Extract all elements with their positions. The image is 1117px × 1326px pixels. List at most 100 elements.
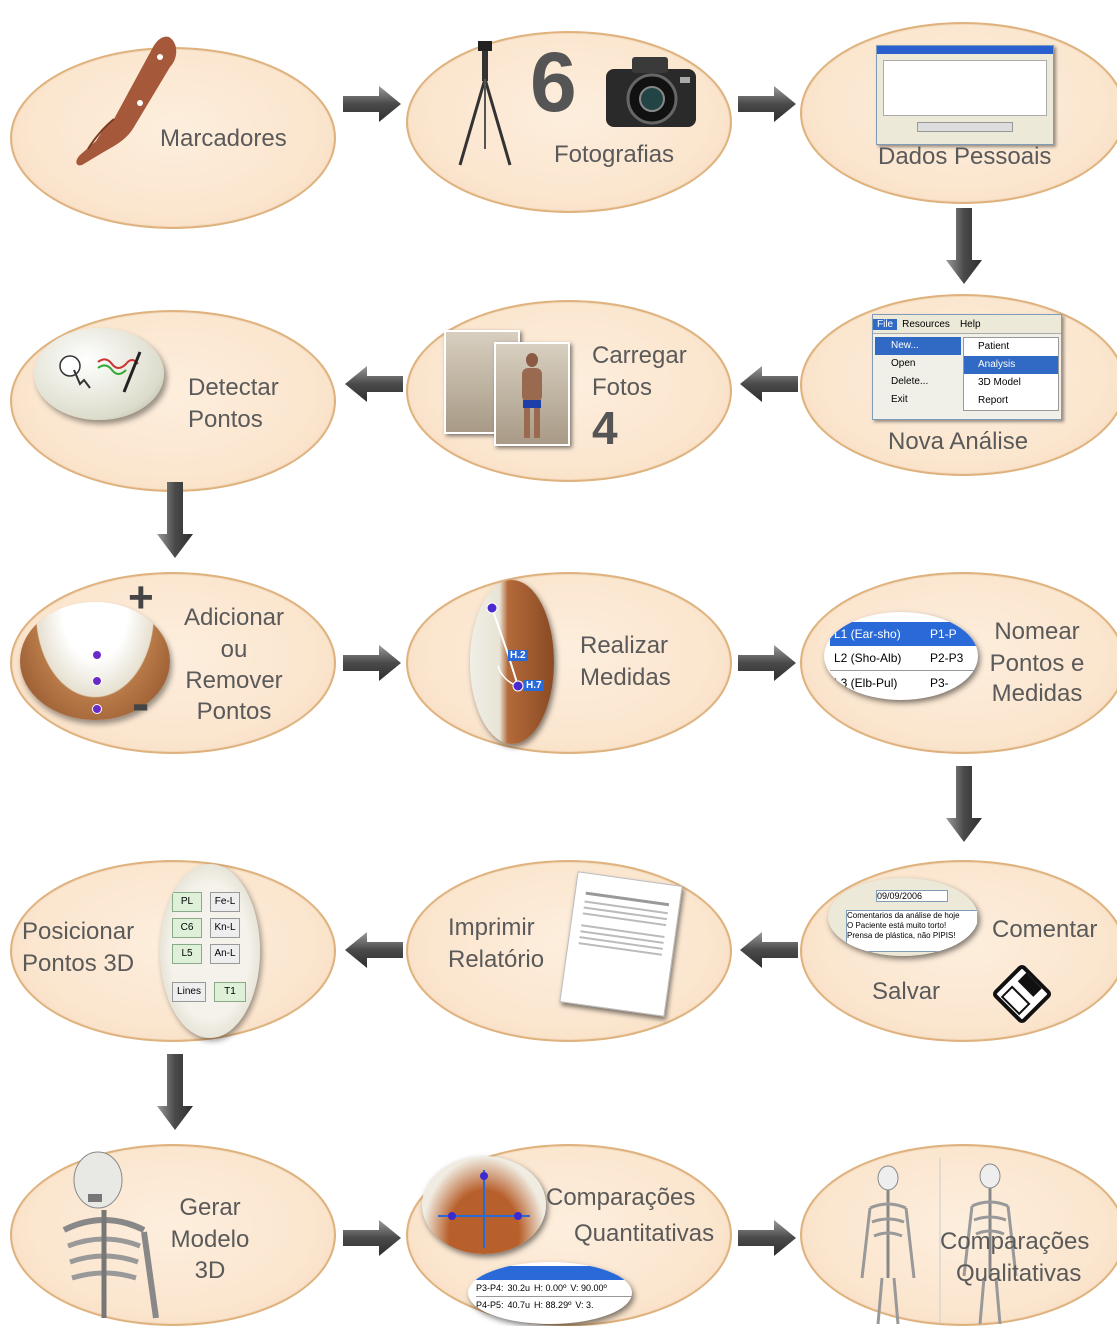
- arrow-right-icon: [343, 1220, 401, 1256]
- personal-data-window-icon: [876, 45, 1054, 145]
- label-adicionar: Adicionar: [183, 604, 285, 631]
- point-button-pl[interactable]: PL: [172, 892, 202, 912]
- label-pontos: Pontos: [188, 406, 263, 433]
- measure-name-cell[interactable]: L2 (Sho-Alb): [834, 651, 902, 665]
- detect-tool-icon: [34, 328, 164, 420]
- marker-dot: [92, 650, 102, 660]
- label-pontos: Pontos: [196, 698, 272, 725]
- label-medidas: Medidas: [991, 680, 1083, 707]
- comment-line[interactable]: O Paciente está muito torto!: [847, 921, 947, 930]
- floppy-disk-icon: [992, 964, 1052, 1024]
- label-medidas: Medidas: [580, 664, 671, 691]
- label-fotografias: Fotografias: [554, 141, 675, 168]
- label-remover: Remover: [185, 667, 283, 694]
- node-comparacoes-qualitativas: Comparações Qualitativas: [800, 1144, 1117, 1326]
- point-button-an-l[interactable]: An-L: [210, 944, 240, 964]
- table-cell: 30.2u: [507, 1283, 531, 1293]
- menu-item-exit[interactable]: Exit: [891, 394, 908, 405]
- plus-icon: +: [128, 573, 154, 622]
- table-cell: H: 0.00º: [534, 1283, 567, 1293]
- measure-table-lens: P3-P4: 30.2u H: 0.00º V: 90.00º P4-P5: 4…: [468, 1262, 632, 1324]
- label-comparacoes: Comparações: [940, 1228, 1090, 1255]
- skeleton-comparison-icon: [860, 1158, 1018, 1324]
- label-salvar: Salvar: [872, 978, 941, 1005]
- submenu-3d-model[interactable]: 3D Model: [978, 377, 1021, 388]
- label-comparacoes: Comparações: [546, 1184, 696, 1211]
- comment-line[interactable]: Comentarios da análise de hoje: [847, 911, 960, 920]
- label-detectar: Detectar: [188, 374, 279, 401]
- photo-count: 6: [530, 35, 577, 129]
- measure-points-cell: P3-: [930, 676, 949, 690]
- arrow-right-icon: [343, 86, 401, 122]
- point-button-t1[interactable]: T1: [214, 982, 246, 1002]
- point-button-c6[interactable]: C6: [172, 918, 202, 938]
- node-marcadores: Marcadores: [10, 36, 336, 229]
- measure-points-cell: P2-P3: [930, 651, 964, 665]
- arrow-down-icon: [157, 482, 193, 558]
- node-nova-analise: File Resources Help New... Open Delete..…: [800, 294, 1117, 476]
- skeleton-icon: [62, 1151, 159, 1319]
- node-imprimir: Imprimir Relatório: [406, 860, 732, 1042]
- label-nova-analise: Nova Análise: [888, 428, 1029, 455]
- label-realizar: Realizar: [580, 632, 669, 659]
- node-nomear: L1 (Ear-sho) P1-P L2 (Sho-Alb) P2-P3 L3 (E…: [800, 572, 1117, 754]
- label-nomear: Nomear: [994, 618, 1080, 645]
- label-comentar: Comentar: [992, 916, 1098, 943]
- arm-with-markers-icon: [76, 36, 177, 166]
- submenu-patient[interactable]: Patient: [978, 341, 1010, 352]
- submenu-analysis[interactable]: Analysis: [964, 356, 1058, 374]
- marker-dot: [92, 676, 102, 686]
- label-pontos-3d: Pontos 3D: [22, 950, 135, 977]
- node-comparacoes-quantitativas: Comparações Quantitativas P3-P4: 30.2u H…: [406, 1144, 732, 1326]
- file-menu-window: File Resources Help New... Open Delete..…: [872, 314, 1062, 420]
- measure-tag: H.2: [508, 650, 528, 661]
- neck-with-markers-icon: [20, 602, 170, 720]
- arrow-left-icon: [740, 366, 798, 402]
- label-3d: 3D: [194, 1257, 226, 1284]
- measure-name-cell[interactable]: L1 (Ear-sho): [834, 627, 901, 641]
- table-cell: H: 88.29º: [534, 1300, 572, 1310]
- table-cell: 40.7u: [507, 1300, 531, 1310]
- label-quantitativas: Quantitativas: [574, 1220, 715, 1247]
- point-button-l5[interactable]: L5: [172, 944, 202, 964]
- measure-points-cell: P1-P: [930, 627, 957, 641]
- table-cell: V: 90.00º: [570, 1283, 607, 1293]
- menu-item-open[interactable]: Open: [891, 358, 916, 369]
- marker-dot: [92, 704, 102, 714]
- submenu-report[interactable]: Report: [978, 395, 1009, 406]
- label-relatorio: Relatório: [448, 946, 545, 973]
- measurement-photo-icon: H.2 H.7: [470, 580, 554, 744]
- label-carregar: Carregar: [592, 342, 687, 369]
- arrow-down-icon: [157, 1054, 193, 1130]
- arrow-down-icon: [946, 766, 982, 842]
- camera-icon: [606, 57, 696, 127]
- node-realizar-medidas: H.2 H.7 Realizar Medidas: [406, 572, 732, 754]
- photo-front-icon: [494, 342, 570, 446]
- arrow-left-icon: [345, 932, 403, 968]
- arrow-right-icon: [738, 645, 796, 681]
- label-posicionar: Posicionar: [22, 918, 135, 945]
- label-marcadores: Marcadores: [160, 125, 287, 152]
- node-detectar-pontos: Detectar Pontos: [10, 310, 336, 492]
- point-button-kn-l[interactable]: Kn-L: [210, 918, 240, 938]
- minus-icon: -: [132, 675, 150, 733]
- menu-item-new[interactable]: New...: [875, 337, 961, 355]
- point-button-fe-l[interactable]: Fe-L: [210, 892, 240, 912]
- arrow-right-icon: [738, 86, 796, 122]
- node-fotografias: 6 Fotografias: [406, 31, 732, 213]
- label-qualitativas: Qualitativas: [956, 1260, 1082, 1287]
- label-ou: ou: [220, 636, 248, 663]
- label-modelo: Modelo: [170, 1226, 250, 1253]
- report-document-icon: [559, 871, 683, 1017]
- measure-tag: H.7: [524, 680, 544, 691]
- menu-item-delete[interactable]: Delete...: [891, 376, 929, 387]
- measure-name-cell[interactable]: L3 (Elb-Pul): [834, 676, 898, 690]
- arrow-left-icon: [740, 932, 798, 968]
- lines-button[interactable]: Lines: [172, 982, 206, 1002]
- comment-line[interactable]: Prensa de plástica, não PIPIS!: [847, 931, 956, 940]
- menu-file[interactable]: File: [873, 318, 898, 330]
- menu-help[interactable]: Help: [959, 318, 981, 330]
- label-dados-pessoais: Dados Pessoais: [878, 143, 1052, 170]
- menu-resources[interactable]: Resources: [902, 318, 950, 330]
- date-field[interactable]: 09/09/2006: [876, 890, 948, 902]
